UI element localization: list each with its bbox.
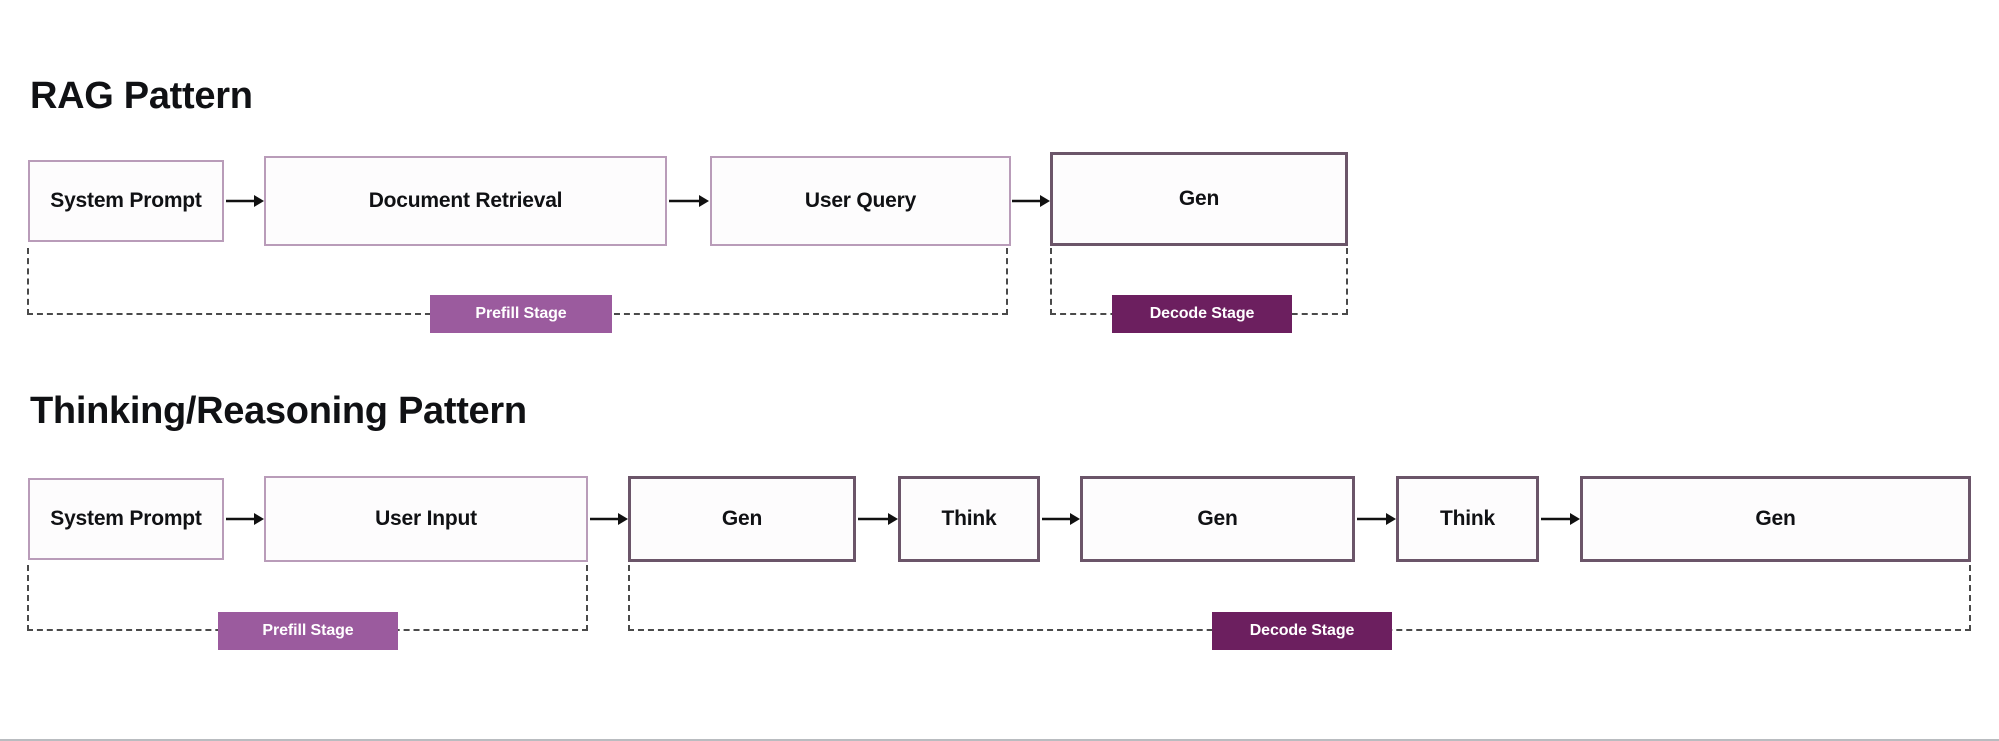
flow-box-gen-2[interactable]: Gen bbox=[1080, 476, 1355, 562]
flow-box-label: System Prompt bbox=[50, 507, 202, 530]
arrow-right-icon bbox=[226, 192, 264, 210]
flow-box-user-query[interactable]: User Query bbox=[710, 156, 1011, 246]
flow-box-think-1[interactable]: Think bbox=[898, 476, 1040, 562]
stage-badge-decode-rag: Decode Stage bbox=[1112, 295, 1292, 333]
stage-badge-label: Prefill Stage bbox=[475, 305, 567, 322]
flow-box-label: Gen bbox=[1197, 507, 1238, 530]
flow-box-gen-1[interactable]: Gen bbox=[628, 476, 856, 562]
stage-badge-decode-thinking: Decode Stage bbox=[1212, 612, 1392, 650]
arrow-right-icon bbox=[1541, 510, 1580, 528]
arrow-right-icon bbox=[858, 510, 898, 528]
flow-box-label: Gen bbox=[721, 507, 763, 530]
section-title-rag: RAG Pattern bbox=[30, 75, 253, 117]
flow-box-label: User Input bbox=[375, 507, 477, 530]
flow-box-think-2[interactable]: Think bbox=[1396, 476, 1539, 562]
stage-badge-label: Decode Stage bbox=[1249, 622, 1355, 639]
flow-box-label: System Prompt bbox=[50, 189, 202, 212]
arrow-right-icon bbox=[1012, 192, 1050, 210]
stage-badge-label: Decode Stage bbox=[1149, 305, 1255, 322]
flow-box-system-prompt-thinking[interactable]: System Prompt bbox=[28, 478, 224, 560]
flow-box-label: Think bbox=[941, 507, 997, 530]
section-title-thinking: Thinking/Reasoning Pattern bbox=[30, 390, 527, 432]
flow-box-label: Think bbox=[1440, 507, 1495, 530]
stage-badge-prefill-rag: Prefill Stage bbox=[430, 295, 612, 333]
stage-badge-label: Prefill Stage bbox=[262, 622, 354, 639]
flow-box-document-retrieval[interactable]: Document Retrieval bbox=[264, 156, 667, 246]
flow-box-gen-3[interactable]: Gen bbox=[1580, 476, 1971, 562]
arrow-right-icon bbox=[226, 510, 264, 528]
arrow-right-icon bbox=[1042, 510, 1080, 528]
flow-box-gen-rag[interactable]: Gen bbox=[1050, 152, 1348, 246]
arrow-right-icon bbox=[590, 510, 628, 528]
flow-box-label: Gen bbox=[1178, 187, 1220, 210]
arrow-right-icon bbox=[669, 192, 709, 210]
flow-box-label: Document Retrieval bbox=[368, 189, 563, 212]
arrow-right-icon bbox=[1357, 510, 1396, 528]
flow-box-label: Gen bbox=[1755, 507, 1796, 530]
flow-box-system-prompt-rag[interactable]: System Prompt bbox=[28, 160, 224, 242]
flow-box-user-input[interactable]: User Input bbox=[264, 476, 588, 562]
flow-box-label: User Query bbox=[804, 189, 917, 212]
stage-badge-prefill-thinking: Prefill Stage bbox=[218, 612, 398, 650]
